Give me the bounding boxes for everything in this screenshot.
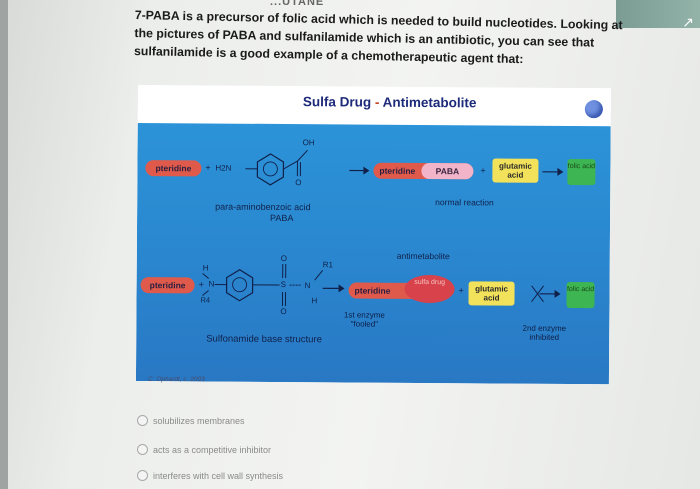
question-text: 7-PABA is a precursor of folic acid whic… — [133, 7, 623, 67]
pteridine-label-bottom-right: pteridine — [354, 285, 391, 296]
o-label: O — [295, 178, 302, 188]
slide-body: pteridine + H2N OH O pteridine PABA + gl… — [135, 122, 611, 385]
structure-diagram — [202, 149, 564, 307]
sulfonamide-structure-label: Sulfonamide base structure — [206, 333, 322, 346]
left-edge — [0, 0, 8, 489]
option-label: acts as a competitive inhibitor — [153, 444, 272, 455]
paba-abbrev: PABA — [270, 212, 294, 224]
normal-reaction-label: normal reaction — [435, 197, 494, 208]
s-label: S — [280, 280, 286, 290]
slide-title: Sulfa Drug - Antimetabolite — [303, 94, 477, 110]
second-enzyme-label: 2nd enzyme inhibited — [514, 324, 574, 342]
h-bottom-label: H — [311, 296, 318, 306]
radio-button[interactable] — [137, 415, 148, 426]
second-enzyme-line1: 2nd enzyme — [522, 323, 567, 333]
slide-title-sep: - — [371, 94, 383, 110]
antimetabolite-label: antimetabolite — [396, 250, 450, 262]
top-right-band: ↗ — [616, 0, 700, 30]
option-cell-wall[interactable]: interferes with cell wall synthesis — [137, 470, 283, 481]
option-solubilizes[interactable]: solubilizes membranes — [137, 415, 245, 426]
glutamic-acid-box-bottom: glutamic acid — [468, 281, 515, 306]
r4-label: R4 — [200, 295, 211, 305]
o-top-label: O — [280, 254, 288, 264]
plus-bottom-1: + — [198, 279, 204, 290]
h-label-top: H — [202, 263, 209, 273]
glutamic-acid-box-top: glutamic acid — [492, 158, 539, 183]
cursor-icon: ↗ — [682, 14, 694, 30]
slide-copyright: C. Ophardt, c. 2003 — [148, 376, 205, 383]
option-label: solubilizes membranes — [153, 415, 245, 426]
sulfonamide-ring — [225, 269, 254, 302]
plus-top-1: + — [205, 162, 211, 173]
pteridine-badge-top: pteridine — [145, 160, 202, 177]
paba-badge: PABA — [421, 162, 474, 180]
first-enzyme-line2: "fooled" — [350, 319, 379, 329]
pteridine-badge-bottom: pteridine — [140, 277, 195, 294]
second-enzyme-line2: inhibited — [529, 332, 560, 342]
paba-full-name: para-aminobenzoic acid — [215, 201, 311, 213]
option-competitive-inhibitor[interactable]: acts as a competitive inhibitor — [137, 444, 271, 455]
radio-button[interactable] — [137, 444, 148, 455]
slide-title-a: Sulfa Drug — [302, 94, 372, 110]
first-enzyme-line1: 1st enzyme — [343, 310, 385, 320]
sulfa-drug-oval: sulfa drug — [404, 274, 455, 304]
folic-acid-box-bottom: folic acid — [566, 281, 595, 309]
plus-top-2: + — [480, 165, 486, 176]
slide-image: Sulfa Drug - Antimetabolite — [135, 85, 611, 385]
radio-button[interactable] — [137, 470, 148, 481]
top-cut-text: ...UTANE — [270, 0, 325, 8]
slide-title-b: Antimetabolite — [382, 94, 477, 111]
h2n-label: H2N — [215, 163, 232, 173]
pteridine-label-top-right: pteridine — [379, 165, 416, 176]
oh-label: OH — [302, 138, 315, 148]
n-right-label: N — [304, 281, 311, 291]
slide-corner-dot — [584, 100, 603, 119]
option-label: interferes with cell wall synthesis — [153, 470, 284, 481]
first-enzyme-label: 1st enzyme "fooled" — [334, 310, 394, 328]
o-bottom-label: O — [280, 306, 287, 317]
r1-label: R1 — [322, 260, 334, 270]
paba-ring — [256, 153, 285, 186]
folic-acid-box-top: folic acid — [567, 159, 596, 186]
plus-bottom-2: + — [458, 285, 464, 296]
n-left-label: N — [208, 279, 215, 289]
